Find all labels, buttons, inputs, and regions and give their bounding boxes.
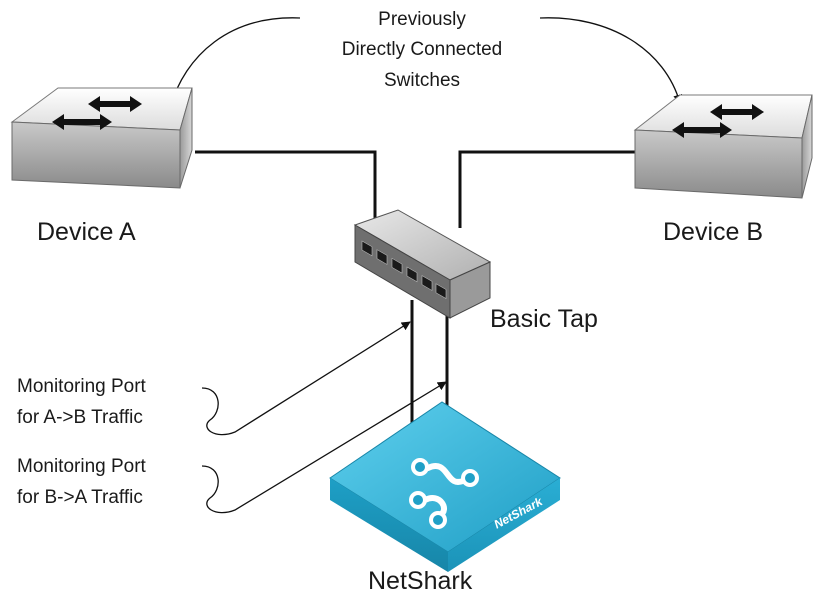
network-tap-icon [353, 209, 492, 319]
annotation-previously: Previously [378, 9, 466, 30]
annotation-switches: Switches [383, 70, 461, 91]
netshark-appliance-icon [329, 401, 561, 572]
annotation-directly-connected: Directly Connected [341, 39, 503, 60]
device-a-label: Device A [37, 218, 136, 246]
monitoring-ab-line2: for A->B Traffic [17, 407, 143, 428]
switch-icon [633, 94, 813, 199]
cable-device-b-to-tap [458, 150, 640, 228]
monitoring-ba-leader [201, 381, 447, 514]
device-b-label: Device B [663, 218, 764, 246]
monitoring-ab-line1: Monitoring Port [17, 376, 146, 397]
monitoring-ab-leader [201, 321, 411, 436]
switch-icon [10, 87, 193, 189]
monitoring-ba-line1: Monitoring Port [17, 456, 146, 477]
tap-label: Basic Tap [490, 305, 598, 333]
annotation-arrow-to-device-b [539, 17, 683, 104]
monitoring-ba-line2: for B->A Traffic [17, 487, 143, 508]
netshark-label: NetShark [368, 567, 473, 595]
annotation-arrows [167, 17, 683, 514]
cables [195, 150, 640, 430]
cable-device-a-to-tap [195, 150, 377, 228]
